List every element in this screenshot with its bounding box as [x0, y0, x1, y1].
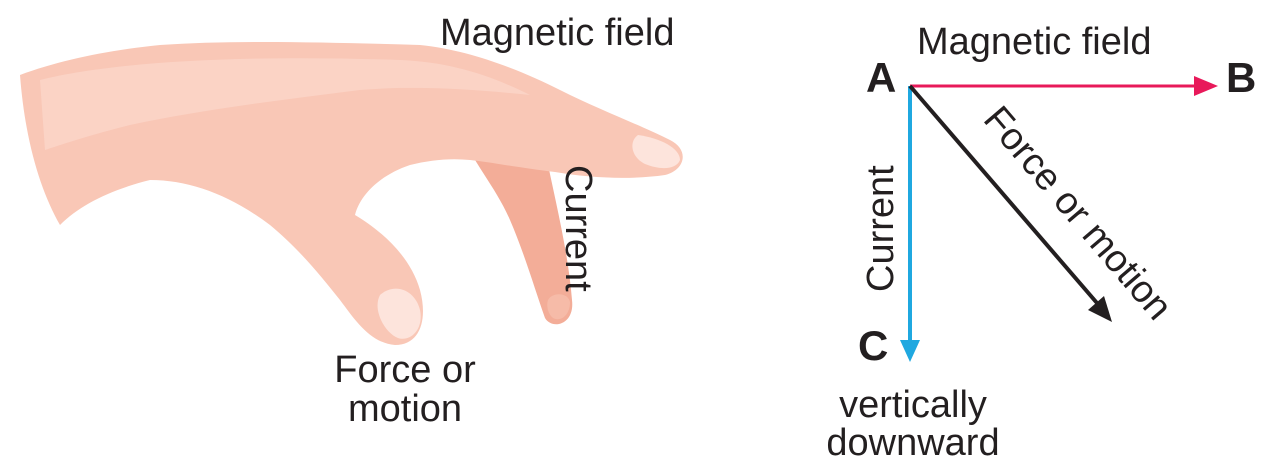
force-arrowhead	[1088, 296, 1112, 322]
hand-illustration: Magnetic field Current Force or motion	[20, 12, 683, 430]
hand-current-label: Current	[557, 165, 599, 292]
vector-diagram: A B C Magnetic field Current Force or mo…	[826, 21, 1256, 461]
point-b-label: B	[1226, 54, 1256, 101]
hand-magnetic-field-label: Magnetic field	[440, 12, 674, 54]
current-arrowhead	[900, 340, 920, 362]
direction-label-line2: downward	[826, 422, 999, 461]
magnetic-field-arrowhead	[1194, 76, 1218, 96]
point-a-label: A	[866, 54, 896, 101]
point-c-label: C	[858, 322, 888, 369]
hand-force-label-line2: motion	[348, 388, 462, 430]
hand-force-label-line1: Force or	[334, 349, 476, 391]
vector-current-label: Current	[860, 165, 902, 292]
vector-force-label: Force or motion	[975, 99, 1180, 329]
direction-label-line1: vertically	[839, 384, 987, 426]
vector-magnetic-field-label: Magnetic field	[917, 21, 1151, 63]
